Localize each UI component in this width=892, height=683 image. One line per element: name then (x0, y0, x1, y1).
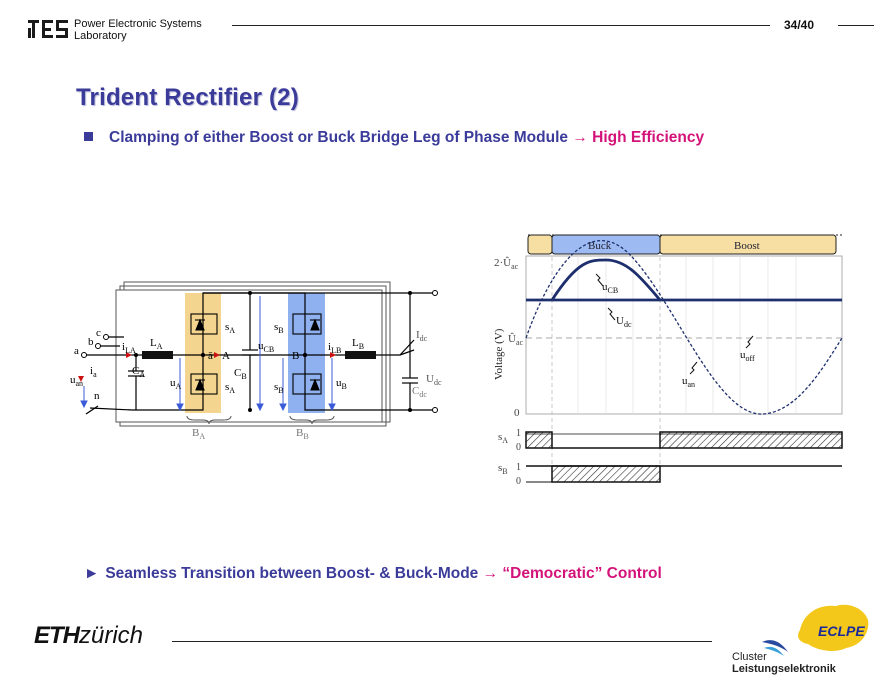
mode-box-left (527, 234, 553, 255)
lab-name-line1: Power Electronic Systems (74, 18, 202, 30)
ua-label: uA (170, 377, 182, 391)
ucb-curve-label: uCB (602, 281, 618, 295)
abar-label: ā (208, 350, 213, 362)
bullet2-highlight: “Democratic” Control (502, 565, 662, 582)
page-number: 34/40 (784, 18, 815, 32)
node-b-label: B (292, 350, 299, 362)
square-bullet-icon (84, 132, 93, 141)
bullet1-highlight: High Efficiency (592, 129, 705, 146)
cluster-name: Cluster Leistungselektronik (732, 651, 836, 675)
ub-label: uB (336, 377, 347, 391)
eth-zurich-logo: ETHzürich (34, 622, 143, 650)
cluster-swoosh-icon (762, 640, 788, 656)
y-tick-zero: 0 (514, 407, 520, 419)
sb-pulse (551, 465, 661, 483)
slide-title: Trident Rectifier (2) (76, 84, 299, 111)
sb-bar-label: sB (274, 381, 284, 395)
sa-signal-label: sA (498, 431, 508, 445)
ia-label: ia (90, 365, 97, 379)
lab-name: Power Electronic Systems Laboratory (74, 18, 202, 42)
sb-one: 1 (516, 462, 521, 473)
y-tick-mid: Ûac (508, 333, 524, 347)
sa-pulse-right (659, 431, 843, 449)
ucb-label: uCB (258, 340, 274, 354)
cb-label: CB (234, 367, 247, 381)
bullet2-text: Seamless Transition between Boost- & Buc… (105, 565, 479, 582)
ila-label: iLA (122, 341, 136, 355)
triangle-bullet-icon: ► (84, 565, 100, 582)
sa-pulse-left (525, 431, 553, 449)
lb-label: LB (352, 337, 364, 351)
terminal-n-label: n (94, 390, 100, 402)
uan-curve-label: uan (682, 375, 695, 389)
sa-zero: 0 (516, 442, 521, 453)
bullet2-arrow-icon: → (482, 565, 499, 582)
bullet1-arrow-icon: → (572, 129, 588, 146)
sb-signal-label: sB (498, 462, 508, 476)
terminal-a-label: a (74, 345, 79, 357)
udc-label: Udc (426, 373, 442, 387)
trident-rectifier-schematic: a b c n iLA ia uan LA CA uA sA sA ā A CB… (70, 281, 442, 441)
sa-one: 1 (516, 428, 521, 439)
header-rule-left (232, 25, 770, 26)
mosfet-sb (292, 313, 322, 335)
pes-logo (28, 20, 68, 38)
leg-b-highlight (288, 293, 325, 413)
eclpe-logo: ECLPE (798, 604, 869, 651)
mosfet-sb-bar (292, 373, 322, 395)
uoff-curve-label: uoff (740, 349, 755, 363)
cdc-label: Cdc (412, 385, 427, 399)
waveform-plot: Buck Boost 2·Ûac Ûac 0 Voltage (V) uCB U… (493, 234, 843, 487)
y-axis-label: Voltage (V) (493, 328, 505, 380)
footer-rule (172, 641, 712, 642)
sb-zero: 0 (516, 476, 521, 487)
sb-label: sB (274, 321, 284, 335)
mosfet-sa-bar (190, 373, 218, 395)
sa-label: sA (225, 321, 235, 335)
ucb-curve (550, 258, 662, 301)
inductor-la (142, 351, 173, 359)
eth-logo-bold: ETH (34, 622, 80, 649)
y-tick-top: 2·Ûac (494, 257, 519, 271)
cluster-line1: Cluster (732, 651, 767, 663)
uan-label: uan (70, 374, 83, 388)
leg-ba-label: BA (192, 427, 205, 441)
terminal-c-label: c (96, 327, 101, 339)
node-a-label: A (222, 350, 230, 362)
eclpe-text: ECLPE (818, 623, 865, 639)
inductor-lb (345, 351, 376, 359)
bullet-seamless-transition: ► Seamless Transition between Boost- & Bu… (84, 565, 662, 583)
eth-logo-light: zürich (79, 622, 144, 649)
header-rule-right (838, 25, 874, 26)
bullet-clamping: Clamping of either Boost or Buck Bridge … (84, 129, 704, 147)
mode-buck-label: Buck (588, 240, 612, 252)
la-label: LA (150, 337, 163, 351)
lab-name-line2: Laboratory (74, 30, 127, 42)
bullet1-text: Clamping of either Boost or Buck Bridge … (109, 129, 569, 146)
mode-boost-label: Boost (734, 240, 760, 252)
leg-bb-label: BB (296, 427, 309, 441)
udc-curve-label: Udc (616, 315, 632, 329)
mosfet-sa (190, 313, 218, 335)
idc-label: Idc (416, 329, 428, 343)
ilb-label: iLB (328, 341, 341, 355)
terminal-b-label: b (88, 336, 94, 348)
cluster-line2: Leistungselektronik (732, 663, 836, 675)
ca-label: CA (132, 365, 145, 379)
sa-bar-label: sA (225, 381, 235, 395)
